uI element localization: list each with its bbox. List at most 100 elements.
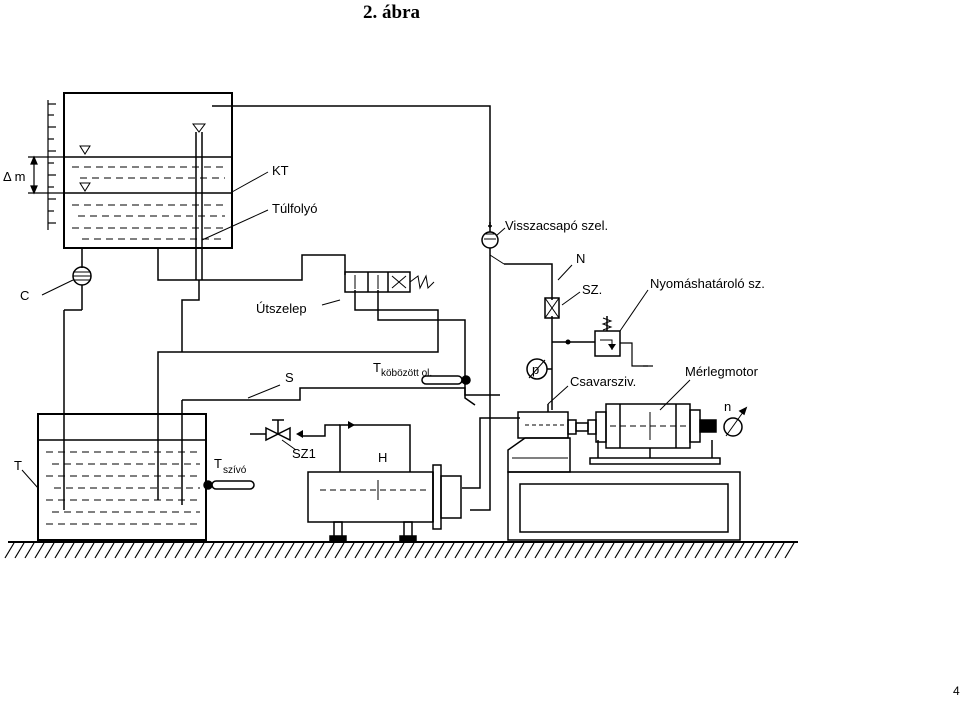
hatch-stroke (4, 542, 15, 559)
hatch-stroke (604, 542, 615, 559)
hatch-stroke (674, 542, 685, 559)
hatch-stroke (624, 542, 635, 559)
lower-tank (37, 400, 207, 541)
hatch-stroke (14, 542, 25, 559)
hatch-stroke (54, 542, 65, 559)
hatch-stroke (334, 542, 345, 559)
hatch-stroke (454, 542, 465, 559)
hatch-stroke (634, 542, 645, 559)
hatch-stroke (484, 542, 495, 559)
ground-hatching (4, 541, 798, 559)
hatch-stroke (234, 542, 245, 559)
hatch-stroke (74, 542, 85, 559)
t-tank-label: T (14, 458, 22, 473)
hatch-stroke (314, 542, 325, 559)
hatch-stroke (404, 542, 415, 559)
hatch-stroke (224, 542, 235, 559)
n-label: N (576, 251, 585, 266)
upper-tank (63, 92, 233, 280)
thermometer-measured (421, 375, 471, 385)
hatch-stroke (34, 542, 45, 559)
pressure-relief-label: Nyomáshatároló sz. (650, 276, 765, 291)
heat-exchanger (307, 464, 462, 542)
directional-valve (344, 271, 435, 293)
p-label: p (532, 362, 539, 377)
hatch-stroke (124, 542, 135, 559)
hatch-stroke (274, 542, 285, 559)
hatch-stroke (164, 542, 175, 559)
page-number: 4 (953, 684, 960, 698)
hatch-stroke (84, 542, 95, 559)
hatch-stroke (304, 542, 315, 559)
sz-label: SZ. (582, 282, 602, 297)
sz1-label: SZ1 (292, 446, 316, 461)
hatch-stroke (374, 542, 385, 559)
hatch-stroke (494, 542, 505, 559)
hatch-stroke (574, 542, 585, 559)
hatch-stroke (144, 542, 155, 559)
hatch-stroke (784, 542, 795, 559)
overflow-label: Túlfolyó (272, 201, 318, 216)
valve-sz1 (250, 419, 355, 442)
ball-valve-c (72, 248, 92, 310)
s-label: S (285, 370, 294, 385)
hatch-stroke (424, 542, 435, 559)
pressure-gauge (526, 358, 552, 380)
hatch-stroke (734, 542, 745, 559)
screw-pump-label: Csavarsziv. (570, 374, 636, 389)
hatch-stroke (694, 542, 705, 559)
hatch-stroke (114, 542, 125, 559)
t-measured-label: T (373, 360, 381, 375)
t-suction-subscript: szívó (223, 465, 247, 476)
hatch-stroke (764, 542, 775, 559)
dynamometer-label: Mérlegmotor (685, 364, 759, 379)
hatch-stroke (394, 542, 405, 559)
thermometer-suction (203, 480, 255, 490)
hatch-stroke (214, 542, 225, 559)
t-measured-subscript: köbözött ol. (381, 368, 432, 379)
hatch-stroke (724, 542, 735, 559)
hatch-stroke (594, 542, 605, 559)
hatch-stroke (354, 542, 365, 559)
hatch-stroke (504, 542, 515, 559)
hatch-stroke (474, 542, 485, 559)
throttle-valve-sz (544, 297, 560, 319)
hatch-stroke (564, 542, 575, 559)
hatch-stroke (774, 542, 785, 559)
hatch-stroke (94, 542, 105, 559)
hatch-stroke (744, 542, 755, 559)
hatch-stroke (384, 542, 395, 559)
pump-motor-assembly (507, 403, 748, 541)
t-suction-label: T (214, 456, 222, 471)
hatch-stroke (174, 542, 185, 559)
hatch-stroke (64, 542, 75, 559)
hatch-stroke (24, 542, 35, 559)
hatch-stroke (544, 542, 555, 559)
hatch-stroke (184, 542, 195, 559)
check-valve-label: Visszacsapó szel. (505, 218, 608, 233)
hatch-stroke (514, 542, 525, 559)
hatch-stroke (554, 542, 565, 559)
n-speed-label: n (724, 399, 731, 414)
hatch-stroke (714, 542, 725, 559)
hatch-stroke (104, 542, 115, 559)
hatch-stroke (584, 542, 595, 559)
hatch-stroke (284, 542, 295, 559)
kt-label: KT (272, 163, 289, 178)
delta-m-label: Δ m (3, 169, 25, 184)
directional-valve-label: Útszelep (256, 301, 307, 316)
pressure-relief-valve (594, 316, 653, 367)
hatch-stroke (364, 542, 375, 559)
hatch-stroke (444, 542, 455, 559)
hatch-stroke (44, 542, 55, 559)
hatch-stroke (534, 542, 545, 559)
hatch-stroke (464, 542, 475, 559)
hatch-stroke (644, 542, 655, 559)
hatch-stroke (244, 542, 255, 559)
hatch-stroke (294, 542, 305, 559)
hatch-stroke (754, 542, 765, 559)
hatch-stroke (204, 542, 215, 559)
hatch-stroke (684, 542, 695, 559)
valve-c-label: C (20, 288, 29, 303)
